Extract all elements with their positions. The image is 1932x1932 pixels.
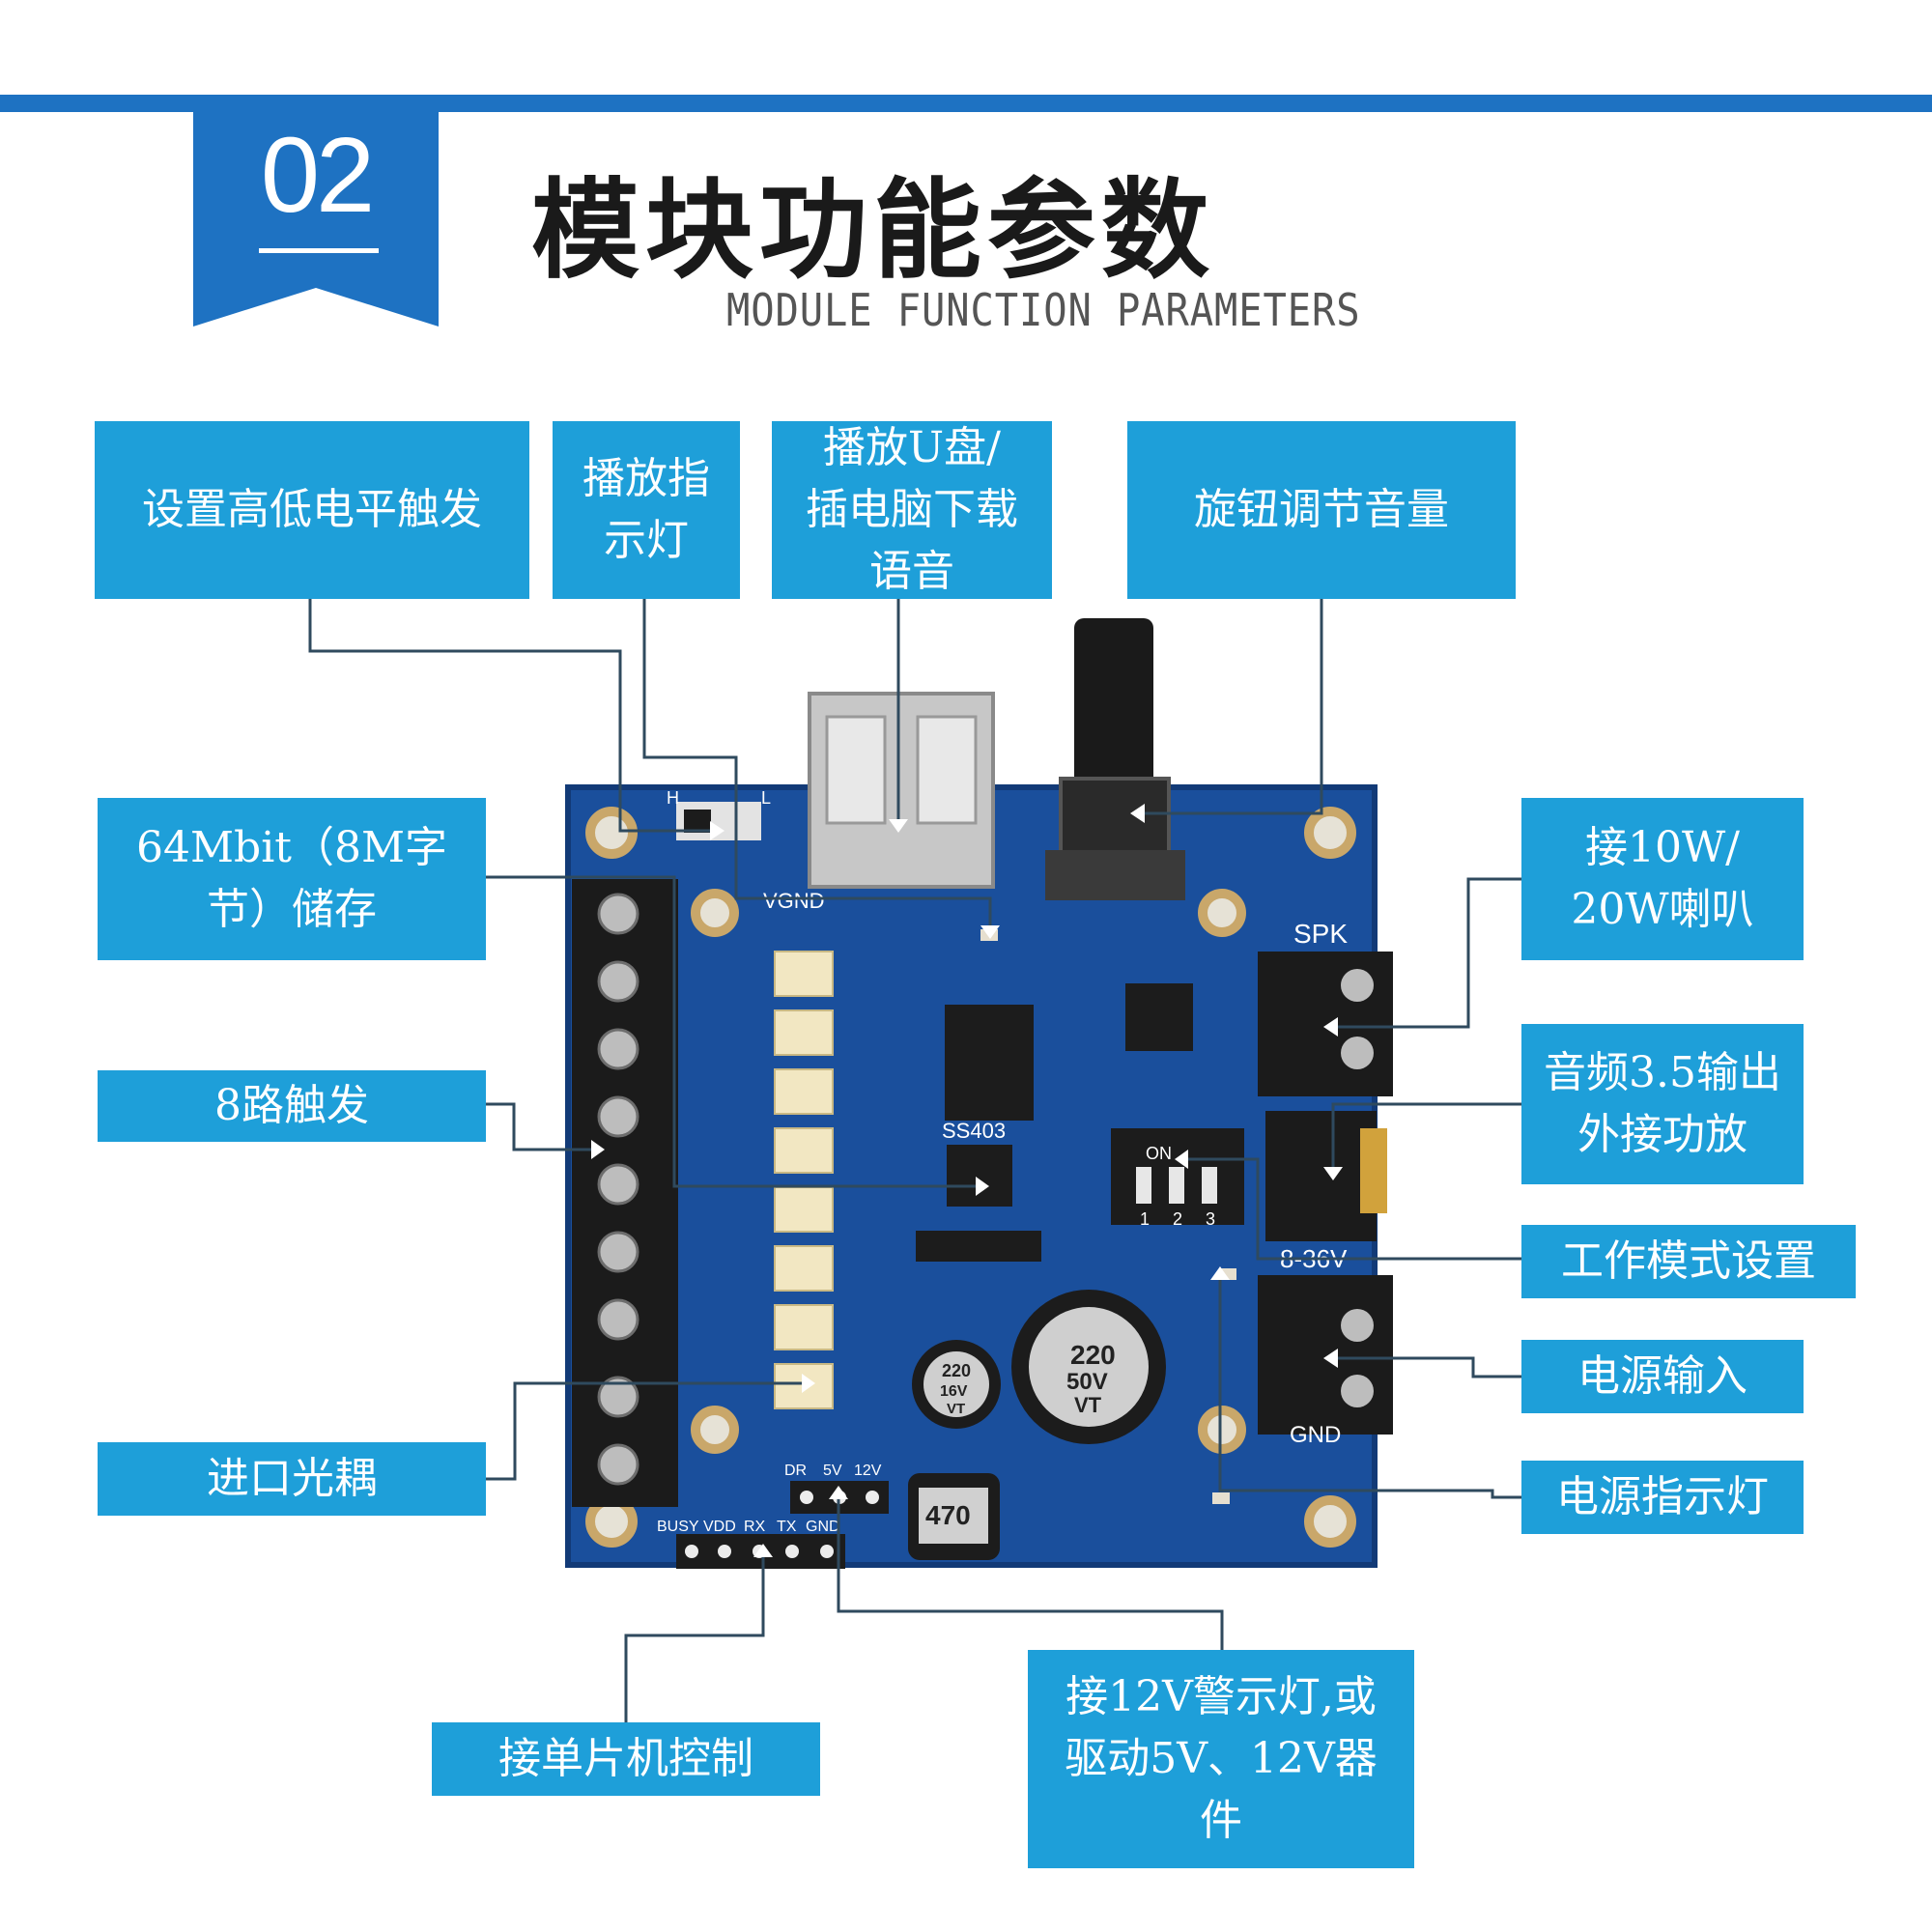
label-mcu-control: 接单片机控制 xyxy=(432,1722,820,1796)
spk-marking: SPK xyxy=(1293,919,1348,949)
header-rule xyxy=(0,95,1932,112)
cap-large-value: 220 xyxy=(1070,1340,1116,1370)
label-audio-out: 音频3.5输出 外接功放 xyxy=(1521,1024,1804,1184)
label-eight-trigger: 8路触发 xyxy=(98,1070,486,1142)
cap-small-series: VT xyxy=(947,1401,965,1417)
usb-port xyxy=(808,692,995,889)
center-pin-header xyxy=(916,1231,1041,1262)
leader-lines xyxy=(308,599,1521,1722)
capacitor-small xyxy=(912,1340,1001,1429)
hl-switch-l: L xyxy=(761,788,771,808)
header-5v: 5V xyxy=(823,1463,842,1479)
cap-large-voltage: 50V xyxy=(1066,1369,1108,1395)
leader-arrows xyxy=(591,804,1343,1557)
header-tx: TX xyxy=(777,1519,797,1535)
label-warning-light: 接12V警示灯,或 驱动5V、12V器 件 xyxy=(1028,1650,1414,1868)
capacitor-large xyxy=(1011,1290,1166,1444)
cap-small-value: 220 xyxy=(942,1361,971,1380)
cap-small-voltage: 16V xyxy=(940,1383,968,1400)
label-power-led: 电源指示灯 xyxy=(1521,1461,1804,1534)
header-busy: BUSY xyxy=(657,1519,699,1535)
hl-switch-h: H xyxy=(667,788,679,808)
label-work-mode: 工作模式设置 xyxy=(1521,1225,1856,1298)
dip-number-3: 3 xyxy=(1206,1209,1215,1229)
label-usb-voice: 播放U盘/ 插电脑下载 语音 xyxy=(772,421,1052,599)
dip-number-2: 2 xyxy=(1173,1209,1182,1229)
label-power-input: 电源输入 xyxy=(1521,1340,1804,1413)
section-number: 02 xyxy=(260,116,375,235)
dip-on-marking: ON xyxy=(1146,1144,1172,1163)
cap-large-series: VT xyxy=(1074,1393,1102,1417)
section-number-underline xyxy=(259,248,379,253)
level-switch xyxy=(676,802,761,840)
header-rx: RX xyxy=(744,1519,766,1535)
chip-marking: SS403 xyxy=(942,1119,1006,1143)
vgnd-marking: VGND xyxy=(763,889,825,913)
mounting-holes xyxy=(585,807,1356,1548)
section-badge xyxy=(193,104,439,327)
volume-potentiometer xyxy=(1045,618,1185,900)
label-storage: 64Mbit（8M字 节）储存 xyxy=(98,798,486,960)
audio-jack xyxy=(1265,1111,1387,1241)
header-gnd: GND xyxy=(806,1519,840,1535)
page-subtitle: MODULE FUNCTION PARAMETERS xyxy=(726,284,1361,336)
main-chip xyxy=(945,983,1193,1207)
inductor-marking: 470 xyxy=(925,1500,971,1530)
pcb-board: SPK 8-36V GND SS403 VGND ON 1 2 3 H L BU… xyxy=(565,618,1393,1569)
header-dr: DR xyxy=(784,1463,807,1479)
label-speaker: 接10W/ 20W喇叭 xyxy=(1521,798,1804,960)
speaker-terminal xyxy=(1258,952,1393,1096)
page-title: 模块功能参数 xyxy=(531,168,1215,294)
dip-switch xyxy=(1111,1128,1244,1225)
label-optocoupler: 进口光耦 xyxy=(98,1442,486,1516)
power-terminal xyxy=(1258,1275,1393,1435)
label-play-indicator: 播放指 示灯 xyxy=(553,421,740,599)
header-vdd: VDD xyxy=(703,1519,736,1535)
gnd-marking: GND xyxy=(1290,1422,1341,1448)
dip-number-1: 1 xyxy=(1140,1209,1150,1229)
label-level-trigger: 设置高低电平触发 xyxy=(95,421,529,599)
label-volume-knob: 旋钮调节音量 xyxy=(1127,421,1516,599)
inductor xyxy=(908,1473,1000,1560)
header-12v: 12V xyxy=(854,1463,882,1479)
trigger-terminal-block xyxy=(572,879,678,1507)
